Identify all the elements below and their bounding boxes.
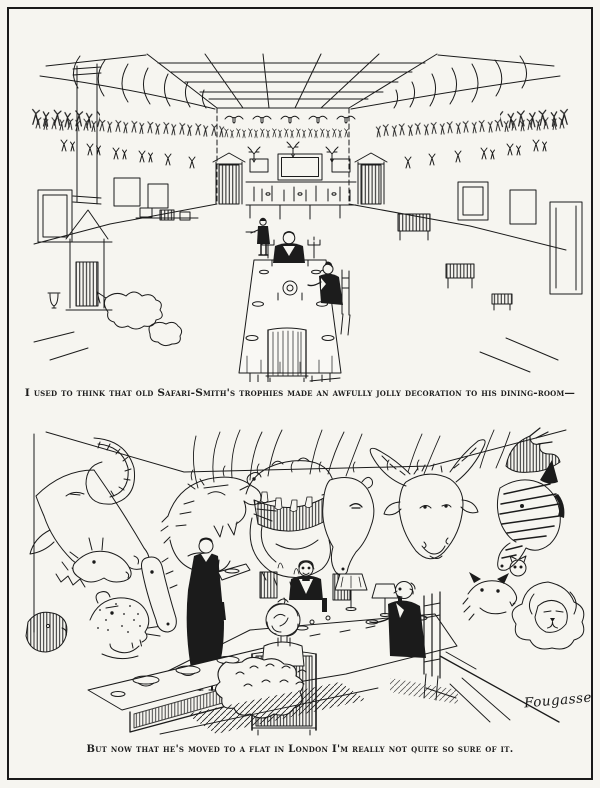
room-walls <box>33 429 567 633</box>
trophy-row-lower <box>60 139 547 169</box>
flat-butler <box>186 537 251 691</box>
horse-head <box>141 556 178 633</box>
grass-and-horns <box>190 429 511 489</box>
tapir-head <box>322 476 375 577</box>
coffered-ceiling <box>39 53 561 203</box>
guest-figure <box>307 261 351 336</box>
buffalo-head <box>369 439 486 560</box>
near-chair <box>265 327 309 382</box>
hostess-figure <box>273 231 305 263</box>
chimney-pillar <box>72 63 102 205</box>
back-wall-doors <box>212 152 388 205</box>
page-border-frame <box>7 7 593 780</box>
back-sideboard <box>245 181 357 220</box>
bald-guest <box>369 581 457 701</box>
bear-head <box>25 611 68 653</box>
hippo-head <box>245 457 334 591</box>
wolf-head <box>462 572 518 621</box>
fireplace <box>47 209 113 311</box>
animal-skin-rugs <box>96 291 183 347</box>
caption-bottom: But now that he's moved to a flat in Lon… <box>86 744 514 755</box>
moose-antlers <box>505 427 561 473</box>
butler-figure <box>245 217 270 256</box>
lion-head <box>511 581 585 650</box>
left-wall-items <box>33 177 218 245</box>
trophy-frieze <box>29 108 571 140</box>
panel-dining-hall <box>10 42 590 382</box>
right-wall-items <box>348 181 583 311</box>
caption-top: I used to think that old Safari-Smith's … <box>24 387 576 399</box>
dining-hall-illustration <box>29 53 583 382</box>
cat-head <box>509 555 527 577</box>
zebra-head <box>496 460 565 571</box>
gazelle-head <box>69 537 132 583</box>
stag-heads <box>247 141 339 163</box>
panel-london-flat <box>10 421 590 737</box>
london-flat-illustration <box>25 427 585 736</box>
floor-lines <box>33 331 559 382</box>
floorboards <box>159 677 511 735</box>
longhorn-skulls <box>224 115 356 124</box>
urn <box>47 292 61 309</box>
dining-table <box>238 236 342 382</box>
spear <box>439 651 560 723</box>
